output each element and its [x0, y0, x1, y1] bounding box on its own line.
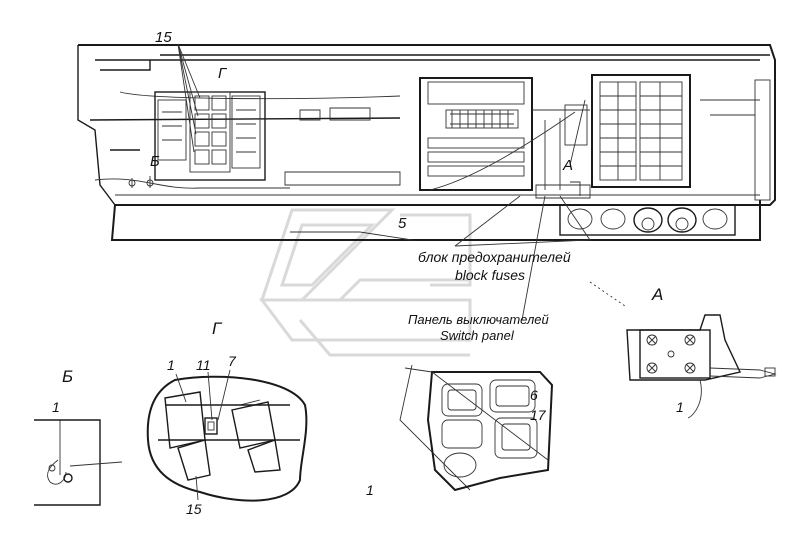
- fuse-block-label-ru: блок предохранителей: [418, 249, 571, 265]
- switch-panel-label-en: Switch panel: [440, 328, 515, 343]
- view-a-title: А: [651, 285, 663, 304]
- view-g-callout-1: 1: [167, 357, 175, 373]
- view-a-callout-1: 1: [676, 399, 684, 415]
- switch-panel-callout-1: 1: [366, 482, 374, 498]
- view-a-marker-top: А: [562, 157, 573, 174]
- leader-lines: [59, 43, 626, 491]
- detail-switch-panel: [404, 367, 554, 492]
- switch-panel-label-ru: Панель выключателей: [408, 312, 549, 327]
- switch-panel-callout-17: 17: [530, 407, 547, 423]
- view-b-title: Б: [62, 367, 73, 386]
- view-g-callout-15: 15: [186, 501, 202, 517]
- detail-view-b: [34, 419, 123, 506]
- view-g-callout-11: 11: [196, 357, 211, 373]
- detail-view-a: [626, 314, 777, 419]
- watermark-emblem: [259, 208, 472, 357]
- callout-15-top: 15: [155, 29, 172, 46]
- callout-5: 5: [398, 215, 407, 232]
- fuse-block-label-en: block fuses: [455, 267, 525, 283]
- view-b-callout-1: 1: [52, 399, 60, 415]
- text-labels: 15 Г Б А 5 блок предохранителей block fu…: [52, 29, 684, 517]
- view-g-marker-top: Г: [218, 65, 228, 82]
- view-g-callout-7: 7: [228, 353, 237, 369]
- view-b-marker-top: Б: [150, 153, 160, 170]
- view-g-title: Г: [212, 319, 223, 338]
- switch-panel-callout-6: 6: [530, 387, 538, 403]
- dashboard-assembly: [77, 44, 776, 241]
- detail-view-g: [146, 369, 308, 502]
